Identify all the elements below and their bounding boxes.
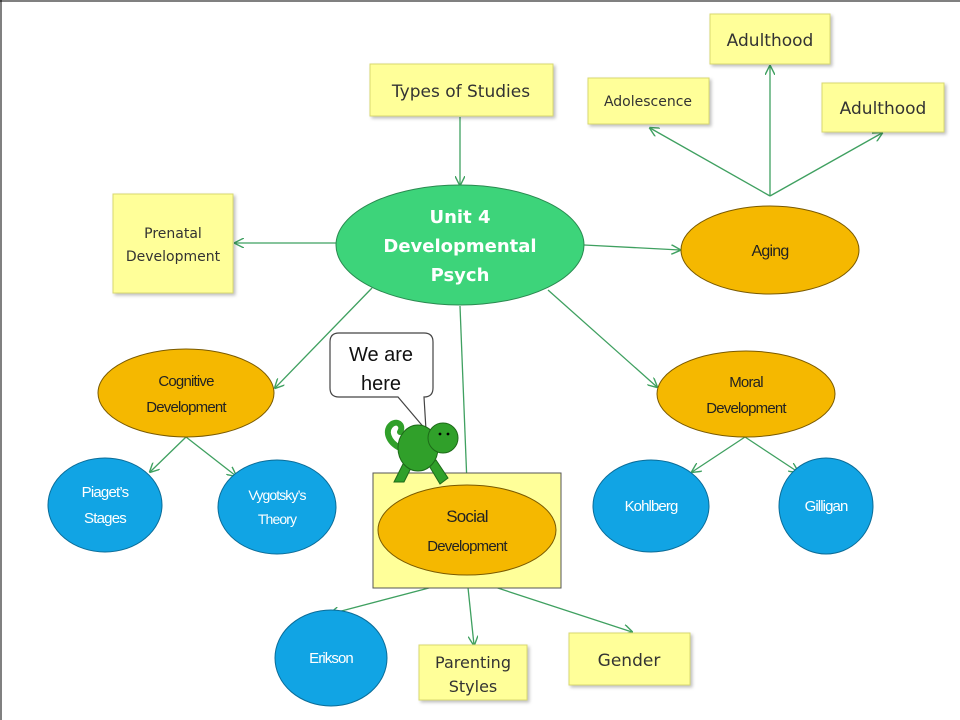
note-prenatal-line1: Prenatal xyxy=(144,226,202,242)
connectors xyxy=(150,66,882,645)
piaget-line1: Piaget’s xyxy=(82,484,129,501)
arrow-social-to-parenting xyxy=(466,577,474,645)
kohlberg-node: Kohlberg xyxy=(592,459,710,553)
note-types-of-studies: Types of Studies xyxy=(369,63,554,117)
kohlberg-label: Kohlberg xyxy=(625,498,678,515)
piaget-line2: Stages xyxy=(84,510,126,527)
vygotsky-line1: Vygotsky’s xyxy=(248,487,306,503)
callout-bubble: We are here xyxy=(329,332,434,432)
arrow-cognitive-to-vygotsky xyxy=(185,436,236,476)
cognitive-line1: Cognitive xyxy=(158,373,214,390)
social-development-node: Social Development xyxy=(377,484,557,576)
note-gender: Gender xyxy=(568,632,691,686)
vygotsky-line2: Theory xyxy=(258,511,297,527)
callout-line1: We are xyxy=(349,344,413,366)
note-gender-label: Gender xyxy=(598,651,661,671)
note-prenatal-line2: Development xyxy=(126,249,221,265)
arrow-moral-to-gilligan xyxy=(744,436,798,472)
gilligan-label: Gilligan xyxy=(805,498,848,515)
note-adolescence-label: Adolescence xyxy=(604,94,692,110)
aging-label: Aging xyxy=(752,243,789,260)
note-adulthood-right-label: Adulthood xyxy=(840,99,927,119)
note-adulthood-right: Adulthood xyxy=(821,82,945,133)
cognitive-line2: Development xyxy=(146,399,227,416)
note-types-of-studies-label: Types of Studies xyxy=(391,82,530,102)
moral-line1: Moral xyxy=(729,374,763,391)
gilligan-node: Gilligan xyxy=(778,457,874,555)
note-adulthood-top-label: Adulthood xyxy=(727,31,814,51)
arrow-moral-to-kohlberg xyxy=(692,436,746,472)
center-title-line1: Unit 4 xyxy=(430,207,491,228)
arrow-aging-to-adolescence xyxy=(650,128,771,197)
piaget-node: Piaget’s Stages xyxy=(47,457,163,553)
note-parenting-styles: Parenting Styles xyxy=(418,644,528,701)
vygotsky-node: Vygotsky’s Theory xyxy=(217,459,337,555)
arrow-aging-to-adulthood-right xyxy=(769,133,882,197)
erikson-label: Erikson xyxy=(309,650,353,667)
center-title-line3: Psych xyxy=(431,265,490,286)
arrow-center-to-social xyxy=(459,305,467,484)
note-prenatal-development: Prenatal Development xyxy=(112,193,234,294)
moral-development-node: Moral Development xyxy=(656,350,836,438)
moral-line2: Development xyxy=(706,400,787,417)
aging-node: Aging xyxy=(680,205,860,295)
note-adulthood-top: Adulthood xyxy=(709,13,831,65)
arrow-cognitive-to-piaget xyxy=(150,436,187,472)
center-title-line2: Developmental xyxy=(383,236,536,257)
note-adolescence: Adolescence xyxy=(587,77,710,125)
social-line1: Social xyxy=(446,507,488,526)
note-parenting-line2: Styles xyxy=(449,677,498,696)
center-node: Unit 4 Developmental Psych xyxy=(335,184,585,306)
callout-line2: here xyxy=(361,373,401,395)
arrow-center-to-aging xyxy=(583,244,680,250)
note-parenting-line1: Parenting xyxy=(435,653,511,672)
turtle-icon xyxy=(384,419,459,485)
arrow-center-to-moral xyxy=(547,289,657,387)
arrow-center-to-cognitive xyxy=(275,287,373,388)
cognitive-development-node: Cognitive Development xyxy=(97,348,275,438)
social-line2: Development xyxy=(427,538,508,555)
erikson-node: Erikson xyxy=(274,609,388,707)
